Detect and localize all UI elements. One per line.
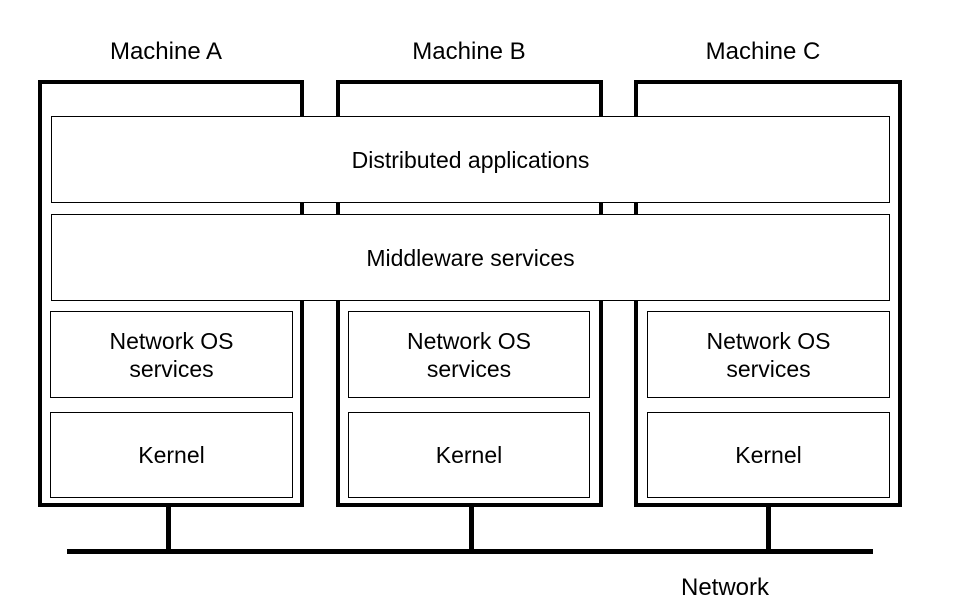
- machine-c-label: Machine C: [705, 38, 821, 65]
- machine-b-kernel-label: Kernel: [435, 442, 503, 468]
- machine-a-network-os-line1: Network OS: [109, 327, 234, 354]
- distributed-applications-layer: Distributed applications: [51, 116, 890, 203]
- machine-a-network-os-line2: services: [129, 355, 214, 382]
- distributed-applications-label: Distributed applications: [351, 146, 590, 173]
- machine-a-kernel-label: Kernel: [138, 442, 205, 468]
- machine-b-network-os-line2: services: [426, 355, 512, 382]
- machine-b-network-os-box: Network OS services: [348, 311, 590, 398]
- machine-b-label: Machine B: [412, 38, 526, 65]
- machine-c-network-os-line1: Network OS: [706, 327, 831, 354]
- machine-b-kernel-box: Kernel: [348, 412, 590, 498]
- machine-c-kernel-label: Kernel: [735, 442, 802, 468]
- network-label: Network: [680, 574, 770, 601]
- machine-b-network-os-line1: Network OS: [407, 327, 531, 354]
- machine-a-kernel-box: Kernel: [50, 412, 293, 498]
- machine-c-network-os-box: Network OS services: [647, 311, 890, 398]
- machine-c-network-connector: [766, 507, 771, 552]
- machine-a-label: Machine A: [109, 38, 223, 65]
- machine-a-network-connector: [166, 507, 171, 552]
- machine-c-network-os-line2: services: [726, 355, 811, 382]
- machine-a-network-os-box: Network OS services: [50, 311, 293, 398]
- middleware-services-layer: Middleware services: [51, 214, 890, 301]
- machine-c-kernel-box: Kernel: [647, 412, 890, 498]
- middleware-services-label: Middleware services: [366, 244, 575, 271]
- machine-b-network-connector: [469, 507, 474, 552]
- network-bus-line: [67, 549, 873, 554]
